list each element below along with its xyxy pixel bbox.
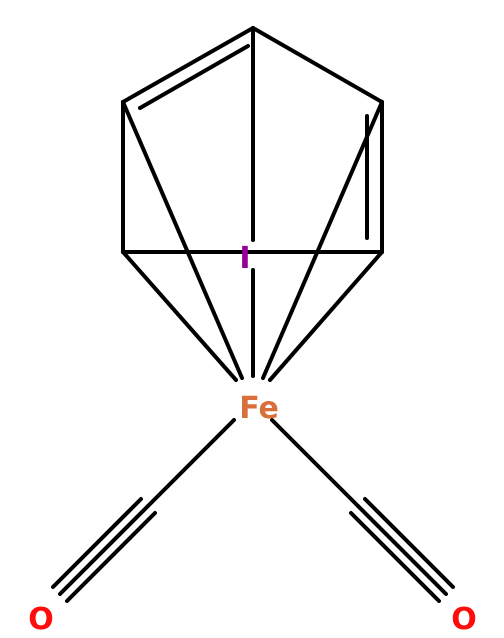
fe-c-bond-right — [270, 418, 360, 508]
triple-bond-right-c — [349, 511, 441, 603]
ring-bond-top-right — [251, 26, 384, 104]
triple-bond-right-b — [356, 504, 448, 596]
fe-bond-upper-left — [121, 100, 244, 380]
fe-bond-upper-right — [261, 100, 384, 380]
ring-bonds — [121, 26, 384, 254]
triple-bond-left-a — [51, 497, 143, 589]
atom-label-oxygen-left: O — [28, 602, 54, 637]
triple-bond-left-c — [65, 511, 157, 603]
carbonyl-right — [270, 418, 455, 603]
iron-ring-bonds — [121, 100, 384, 382]
ring-bond-top-left — [121, 26, 255, 104]
fe-bond-lower-left — [121, 250, 238, 382]
carbonyl-left — [51, 418, 236, 603]
atom-label-iron: Fe — [239, 391, 279, 426]
fe-bond-lower-right — [268, 250, 384, 382]
triple-bond-left-b — [58, 504, 150, 596]
ring-bond-top-left-inner — [138, 44, 250, 110]
atom-label-oxygen-right: O — [451, 602, 477, 637]
fe-c-bond-left — [146, 418, 236, 508]
triple-bond-right-a — [363, 497, 455, 589]
atom-label-iodine: I — [239, 241, 250, 276]
